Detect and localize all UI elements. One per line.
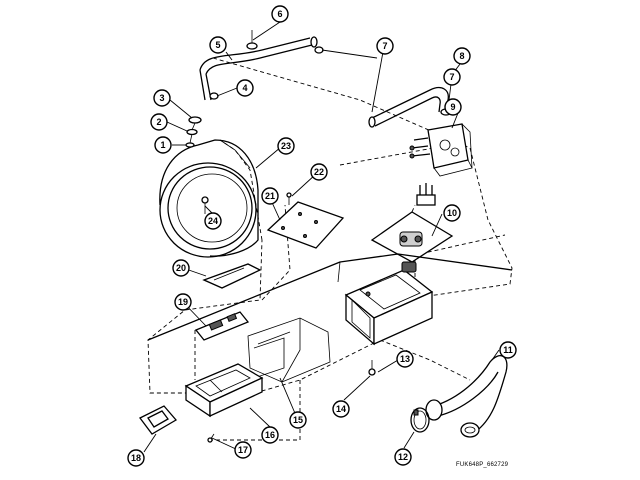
cabinet-outline	[147, 253, 513, 341]
callout-5: 5	[209, 36, 227, 54]
svg-text:22: 22	[314, 167, 324, 177]
callout-13: 13	[396, 350, 414, 368]
callout-16: 16	[261, 426, 279, 444]
svg-text:21: 21	[265, 191, 275, 201]
svg-text:10: 10	[447, 208, 457, 218]
callout-9: 9	[444, 98, 462, 116]
hose-clamp-top	[246, 30, 258, 50]
callout-23: 23	[277, 137, 295, 155]
svg-text:13: 13	[400, 354, 410, 364]
callout-1: 1	[154, 136, 172, 154]
svg-text:18: 18	[131, 453, 141, 463]
drawer-handle	[139, 405, 178, 435]
detergent-tray	[184, 363, 264, 418]
svg-text:5: 5	[215, 40, 220, 50]
svg-text:16: 16	[265, 430, 275, 440]
svg-text:7: 7	[449, 72, 454, 82]
svg-text:7: 7	[382, 41, 387, 51]
screw-13	[368, 360, 376, 376]
callout-10: 10	[443, 204, 461, 222]
dispenser-drawer-housing	[344, 261, 434, 346]
callout-24: 24	[204, 212, 222, 230]
callout-22: 22	[310, 163, 328, 181]
svg-text:3: 3	[159, 93, 164, 103]
callout-6: 6	[271, 5, 289, 23]
svg-text:14: 14	[336, 404, 346, 414]
water-valve	[409, 123, 473, 177]
tub-assembly	[159, 139, 259, 258]
callout-2: 2	[150, 113, 168, 131]
callout-8: 8	[453, 47, 471, 65]
svg-text:17: 17	[238, 445, 248, 455]
callout-14: 14	[332, 400, 350, 418]
svg-text:12: 12	[398, 452, 408, 462]
washer-stack	[185, 116, 202, 148]
screw-17	[207, 433, 215, 443]
overflow-hose	[368, 86, 452, 128]
siphon-cap	[202, 263, 262, 289]
callout-7-right: 7	[443, 68, 461, 86]
callout-19: 19	[174, 293, 192, 311]
callout-7-upper: 7	[376, 37, 394, 55]
svg-text:23: 23	[281, 141, 291, 151]
hose-clamp-small	[209, 92, 219, 100]
svg-text:11: 11	[503, 345, 513, 355]
callout-11: 11	[499, 341, 517, 359]
clamp-ring-7a	[314, 46, 324, 54]
callout-12: 12	[394, 448, 412, 466]
svg-text:4: 4	[242, 83, 247, 93]
callout-4: 4	[236, 79, 254, 97]
dispenser-housing	[247, 317, 331, 383]
svg-text:2: 2	[156, 117, 161, 127]
svg-text:9: 9	[450, 102, 455, 112]
callout-3: 3	[153, 89, 171, 107]
drawing-reference-code: FUK648P_662729	[456, 462, 509, 468]
svg-text:15: 15	[293, 415, 303, 425]
mounting-plate	[266, 192, 345, 249]
svg-text:20: 20	[176, 263, 186, 273]
drain-hose	[425, 355, 508, 438]
callout-18: 18	[127, 449, 145, 467]
drawer-cover	[194, 311, 250, 341]
svg-text:6: 6	[277, 9, 282, 19]
svg-text:1: 1	[160, 140, 165, 150]
callout-21: 21	[261, 187, 279, 205]
hose-clamp-large	[410, 407, 430, 433]
svg-text:19: 19	[178, 297, 188, 307]
pressure-switch	[370, 183, 454, 263]
callout-20: 20	[172, 259, 190, 277]
callout-17: 17	[234, 441, 252, 459]
svg-text:24: 24	[208, 216, 218, 226]
svg-text:8: 8	[459, 51, 464, 61]
callout-15: 15	[289, 411, 307, 429]
